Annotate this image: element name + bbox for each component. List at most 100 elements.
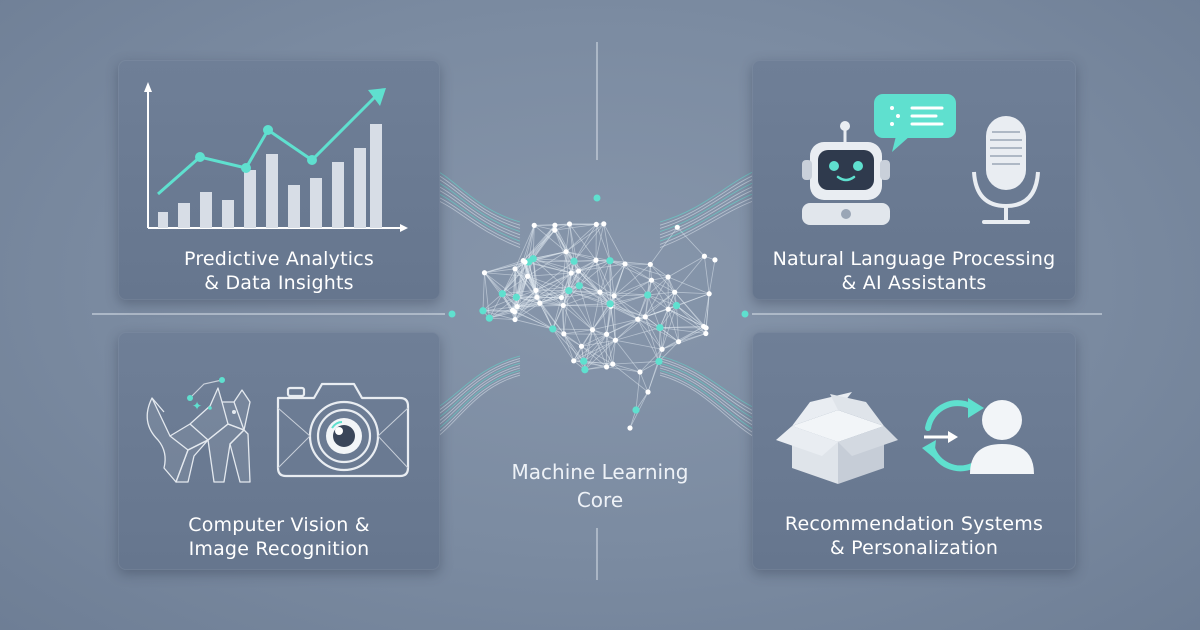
- neural-edge: [667, 276, 676, 293]
- neural-node: [537, 300, 543, 306]
- neural-edge: [536, 272, 572, 298]
- neural-node: [644, 291, 652, 299]
- label-recommendation: Recommendation Systems & Personalization: [752, 512, 1076, 560]
- neural-node: [533, 287, 539, 293]
- neural-edge: [565, 224, 597, 252]
- neural-node: [656, 324, 664, 332]
- neural-edge: [599, 263, 626, 293]
- neural-edge: [647, 294, 677, 306]
- neural-edge: [592, 329, 607, 368]
- neural-edge: [650, 227, 678, 265]
- neural-node: [568, 270, 574, 276]
- neural-edge: [561, 272, 572, 298]
- neural-node: [622, 261, 628, 267]
- neural-node: [565, 287, 573, 295]
- neural-edge: [581, 329, 593, 347]
- neural-edge: [516, 306, 554, 330]
- svg-text:✦: ✦: [192, 399, 202, 413]
- neural-edge: [635, 371, 641, 411]
- neural-edge: [647, 291, 675, 296]
- neural-edge: [609, 260, 652, 281]
- neural-edge: [573, 260, 601, 293]
- neural-edge: [563, 305, 611, 307]
- neural-edge: [565, 251, 572, 274]
- neural-edge: [514, 302, 540, 313]
- neural-edge: [568, 290, 593, 330]
- neural-edge: [612, 363, 649, 393]
- neural-edge: [563, 291, 601, 306]
- line-bar-chart-icon: [144, 82, 408, 232]
- neural-node: [581, 366, 589, 374]
- neural-edge: [615, 339, 641, 373]
- neural-edge: [489, 311, 515, 319]
- neural-edge: [661, 309, 669, 350]
- neural-edge: [578, 270, 601, 293]
- recommendation-line2: & Personalization: [829, 537, 999, 559]
- recommendation-line1: Recommendation Systems: [784, 513, 1044, 535]
- nlp-line1: Natural Language Processing: [772, 248, 1056, 270]
- neural-edge: [569, 223, 575, 262]
- neural-edge: [674, 291, 710, 295]
- robot-chat-microphone-icon: [802, 94, 1040, 225]
- neural-edge: [482, 272, 485, 311]
- neural-edge: [603, 223, 626, 265]
- neural-node: [552, 227, 558, 233]
- neural-edge: [578, 285, 593, 330]
- neural-edge: [484, 268, 516, 274]
- neural-edge: [612, 340, 616, 365]
- neural-node: [611, 293, 617, 299]
- neural-edge: [563, 333, 575, 361]
- neural-node: [525, 273, 531, 279]
- neural-edge: [514, 311, 553, 330]
- neural-edge: [578, 260, 597, 286]
- neural-edge: [612, 361, 659, 365]
- neural-edge: [651, 276, 669, 281]
- neural-edge: [613, 263, 626, 296]
- neural-edge: [639, 348, 663, 373]
- vision-line2: Image Recognition: [188, 538, 370, 560]
- neural-edge: [615, 318, 639, 341]
- neural-edge: [615, 327, 661, 341]
- neural-edge: [661, 333, 706, 350]
- neural-edge: [606, 366, 641, 373]
- label-computer-vision: Computer Vision & Image Recognition: [118, 513, 440, 561]
- neural-edge: [704, 256, 710, 294]
- neural-edge: [517, 296, 538, 307]
- neural-node: [571, 358, 577, 364]
- predictive-line2: & Data Insights: [204, 272, 354, 294]
- neural-edge: [584, 339, 616, 371]
- neural-edge: [668, 308, 707, 329]
- neural-edge: [659, 327, 679, 342]
- neural-edge: [651, 279, 675, 293]
- neural-node: [632, 406, 640, 414]
- neural-node: [552, 222, 558, 228]
- neural-edge: [639, 361, 660, 373]
- neural-edge: [650, 264, 676, 293]
- neural-node: [514, 303, 520, 310]
- neural-edge: [599, 260, 611, 293]
- neural-edge: [563, 333, 585, 362]
- neural-edge: [637, 319, 660, 362]
- neural-edge: [527, 275, 562, 298]
- neural-edge: [554, 223, 597, 231]
- neural-node: [655, 357, 663, 366]
- neural-edge: [592, 292, 601, 330]
- neural-edge: [536, 285, 580, 298]
- neural-edge: [645, 291, 675, 318]
- neural-edge: [522, 224, 556, 261]
- neural-edge: [573, 346, 582, 361]
- neural-edge: [583, 339, 616, 362]
- neural-edge: [595, 223, 605, 261]
- neural-edge: [514, 297, 538, 320]
- neural-edge: [599, 291, 648, 296]
- neural-node: [627, 425, 633, 431]
- neural-edge: [534, 223, 570, 226]
- neural-edge: [676, 305, 707, 334]
- neural-node: [593, 221, 599, 227]
- neural-edge: [539, 272, 572, 304]
- neural-edge: [649, 264, 652, 281]
- neural-edge: [624, 263, 652, 281]
- neural-edge: [592, 329, 614, 365]
